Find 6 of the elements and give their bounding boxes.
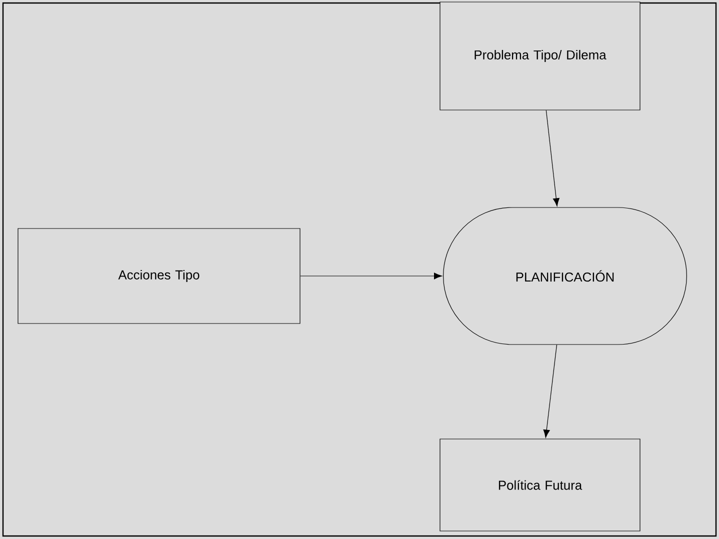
arrow: [300, 272, 442, 280]
arrow: [546, 110, 560, 206]
process-box: Política Futura: [440, 438, 640, 532]
process-box: Acciones Tipo: [18, 228, 300, 324]
arrow: [543, 344, 558, 438]
process-box: Problema Tipo/ Dilema: [440, 2, 640, 110]
